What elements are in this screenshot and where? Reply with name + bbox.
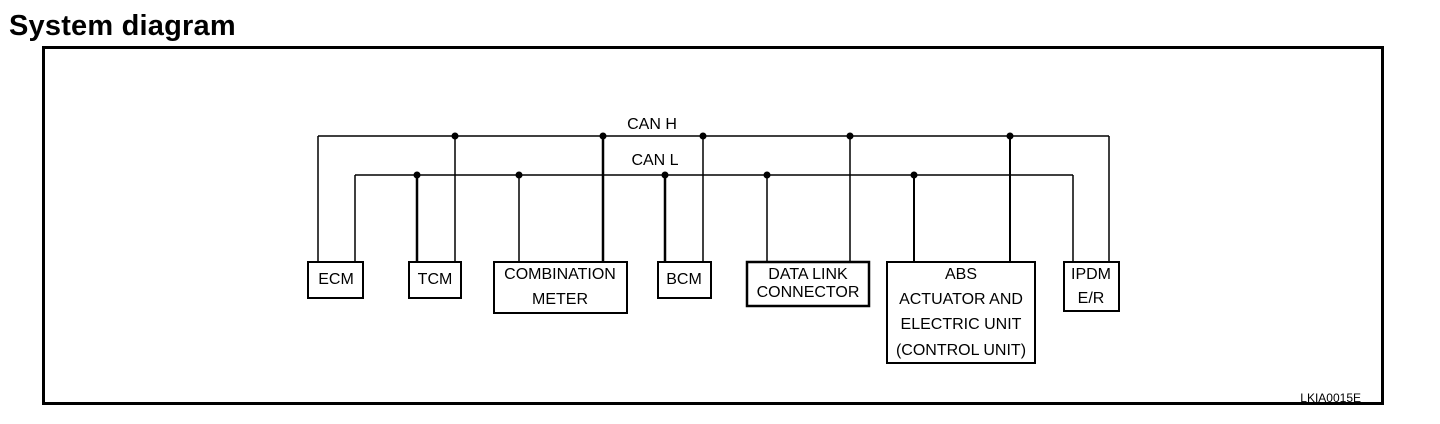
wires <box>317 135 1110 262</box>
page-title: System diagram <box>9 10 236 42</box>
ecm-label: ECM <box>318 271 354 288</box>
abs-label-line: (CONTROL UNIT) <box>896 342 1026 359</box>
junction-dot <box>661 171 669 179</box>
data-link-connector-label-line: DATA LINK <box>768 266 848 283</box>
data-link-connector-label-line: CONNECTOR <box>757 284 860 301</box>
bcm-box <box>657 261 712 299</box>
module-boxes <box>307 260 1120 364</box>
junction-dots <box>413 132 1014 179</box>
ipdm-label-line: IPDM <box>1071 266 1111 283</box>
junction-dot <box>910 171 918 179</box>
tcm-box <box>408 261 462 299</box>
ipdm-label-line: E/R <box>1078 290 1105 307</box>
junction-dot <box>699 132 707 140</box>
abs-label-line: ACTUATOR AND <box>899 291 1023 308</box>
data-link-connector-box <box>745 260 871 308</box>
abs-label-line: ELECTRIC UNIT <box>901 316 1022 333</box>
combination-meter-box <box>493 261 628 314</box>
ecm-box <box>307 261 364 299</box>
junction-dot <box>763 171 771 179</box>
combination-meter-label-line: COMBINATION <box>504 266 616 283</box>
figure-code: LKIA0015E <box>1300 391 1361 405</box>
can-l-label: CAN L <box>631 152 678 169</box>
junction-dot <box>451 132 459 140</box>
can-h-label: CAN H <box>627 116 677 133</box>
junction-dot <box>413 171 421 179</box>
combination-meter-label-line: METER <box>532 291 588 308</box>
junction-dot <box>599 132 607 140</box>
junction-dot <box>846 132 854 140</box>
junction-dot <box>1006 132 1014 140</box>
abs-actuator-box <box>886 261 1036 364</box>
diagram-frame <box>42 46 1384 405</box>
module-labels: ECM TCM COMBINATION METER BCM DATA LINK … <box>318 266 1111 359</box>
abs-label-line: ABS <box>945 266 977 283</box>
bcm-label: BCM <box>666 271 702 288</box>
junction-dot <box>515 171 523 179</box>
tcm-label: TCM <box>418 271 453 288</box>
ipdm-box <box>1063 261 1120 312</box>
